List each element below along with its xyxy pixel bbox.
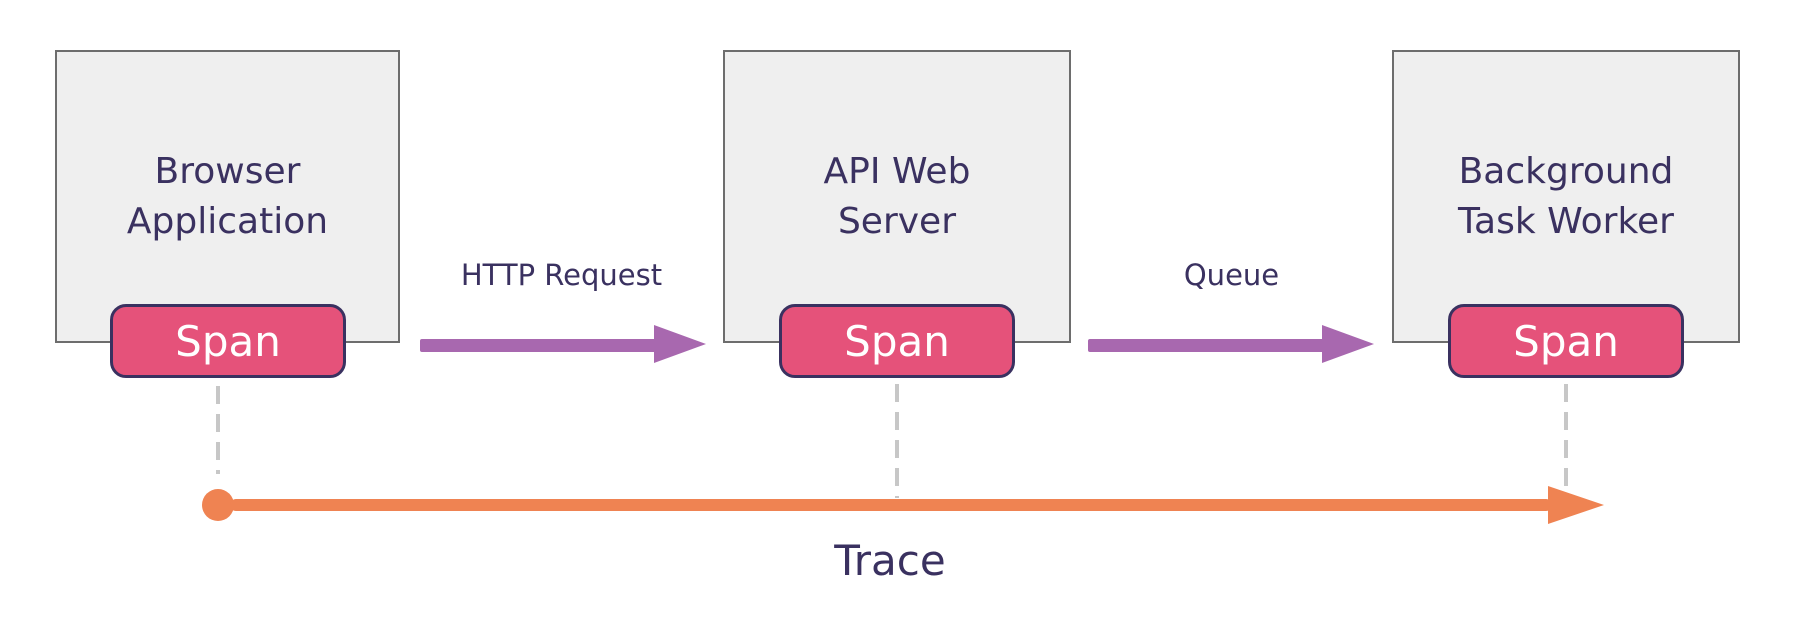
span-dropline-browser: [216, 386, 220, 474]
browser-application-label: Browser Application: [127, 147, 328, 247]
span-dropline-api: [895, 384, 899, 498]
http-request-arrow: [420, 339, 656, 352]
background-task-worker-box: Background Task Worker: [1392, 50, 1740, 343]
span-pill-browser: Span: [110, 304, 346, 378]
queue-label: Queue: [1183, 258, 1280, 292]
trace-arrowhead-icon: [1548, 486, 1604, 524]
span-pill-label: Span: [844, 316, 950, 366]
box-label-line: API Web: [823, 150, 971, 192]
span-pill-api: Span: [779, 304, 1015, 378]
box-label-line: Application: [126, 200, 329, 242]
queue-arrowhead-icon: [1322, 325, 1374, 363]
box-label-line: Background: [1458, 150, 1674, 192]
api-web-server-box: API Web Server: [723, 50, 1071, 343]
trace-label: Trace: [834, 536, 946, 585]
box-label-line: Server: [837, 200, 957, 242]
http-request-arrowhead-icon: [654, 325, 706, 363]
span-pill-label: Span: [175, 316, 281, 366]
trace-start-dot-icon: [202, 489, 234, 521]
span-pill-worker: Span: [1448, 304, 1684, 378]
box-label-line: Task Worker: [1458, 200, 1674, 242]
api-web-server-label: API Web Server: [824, 147, 971, 247]
browser-application-box: Browser Application: [55, 50, 400, 343]
span-pill-label: Span: [1513, 316, 1619, 366]
span-dropline-worker: [1564, 384, 1568, 486]
queue-arrow: [1088, 339, 1324, 352]
box-label-line: Browser: [154, 150, 301, 192]
http-request-label: HTTP Request: [460, 258, 663, 292]
trace-timeline: [230, 499, 1552, 511]
background-task-worker-label: Background Task Worker: [1458, 147, 1674, 247]
